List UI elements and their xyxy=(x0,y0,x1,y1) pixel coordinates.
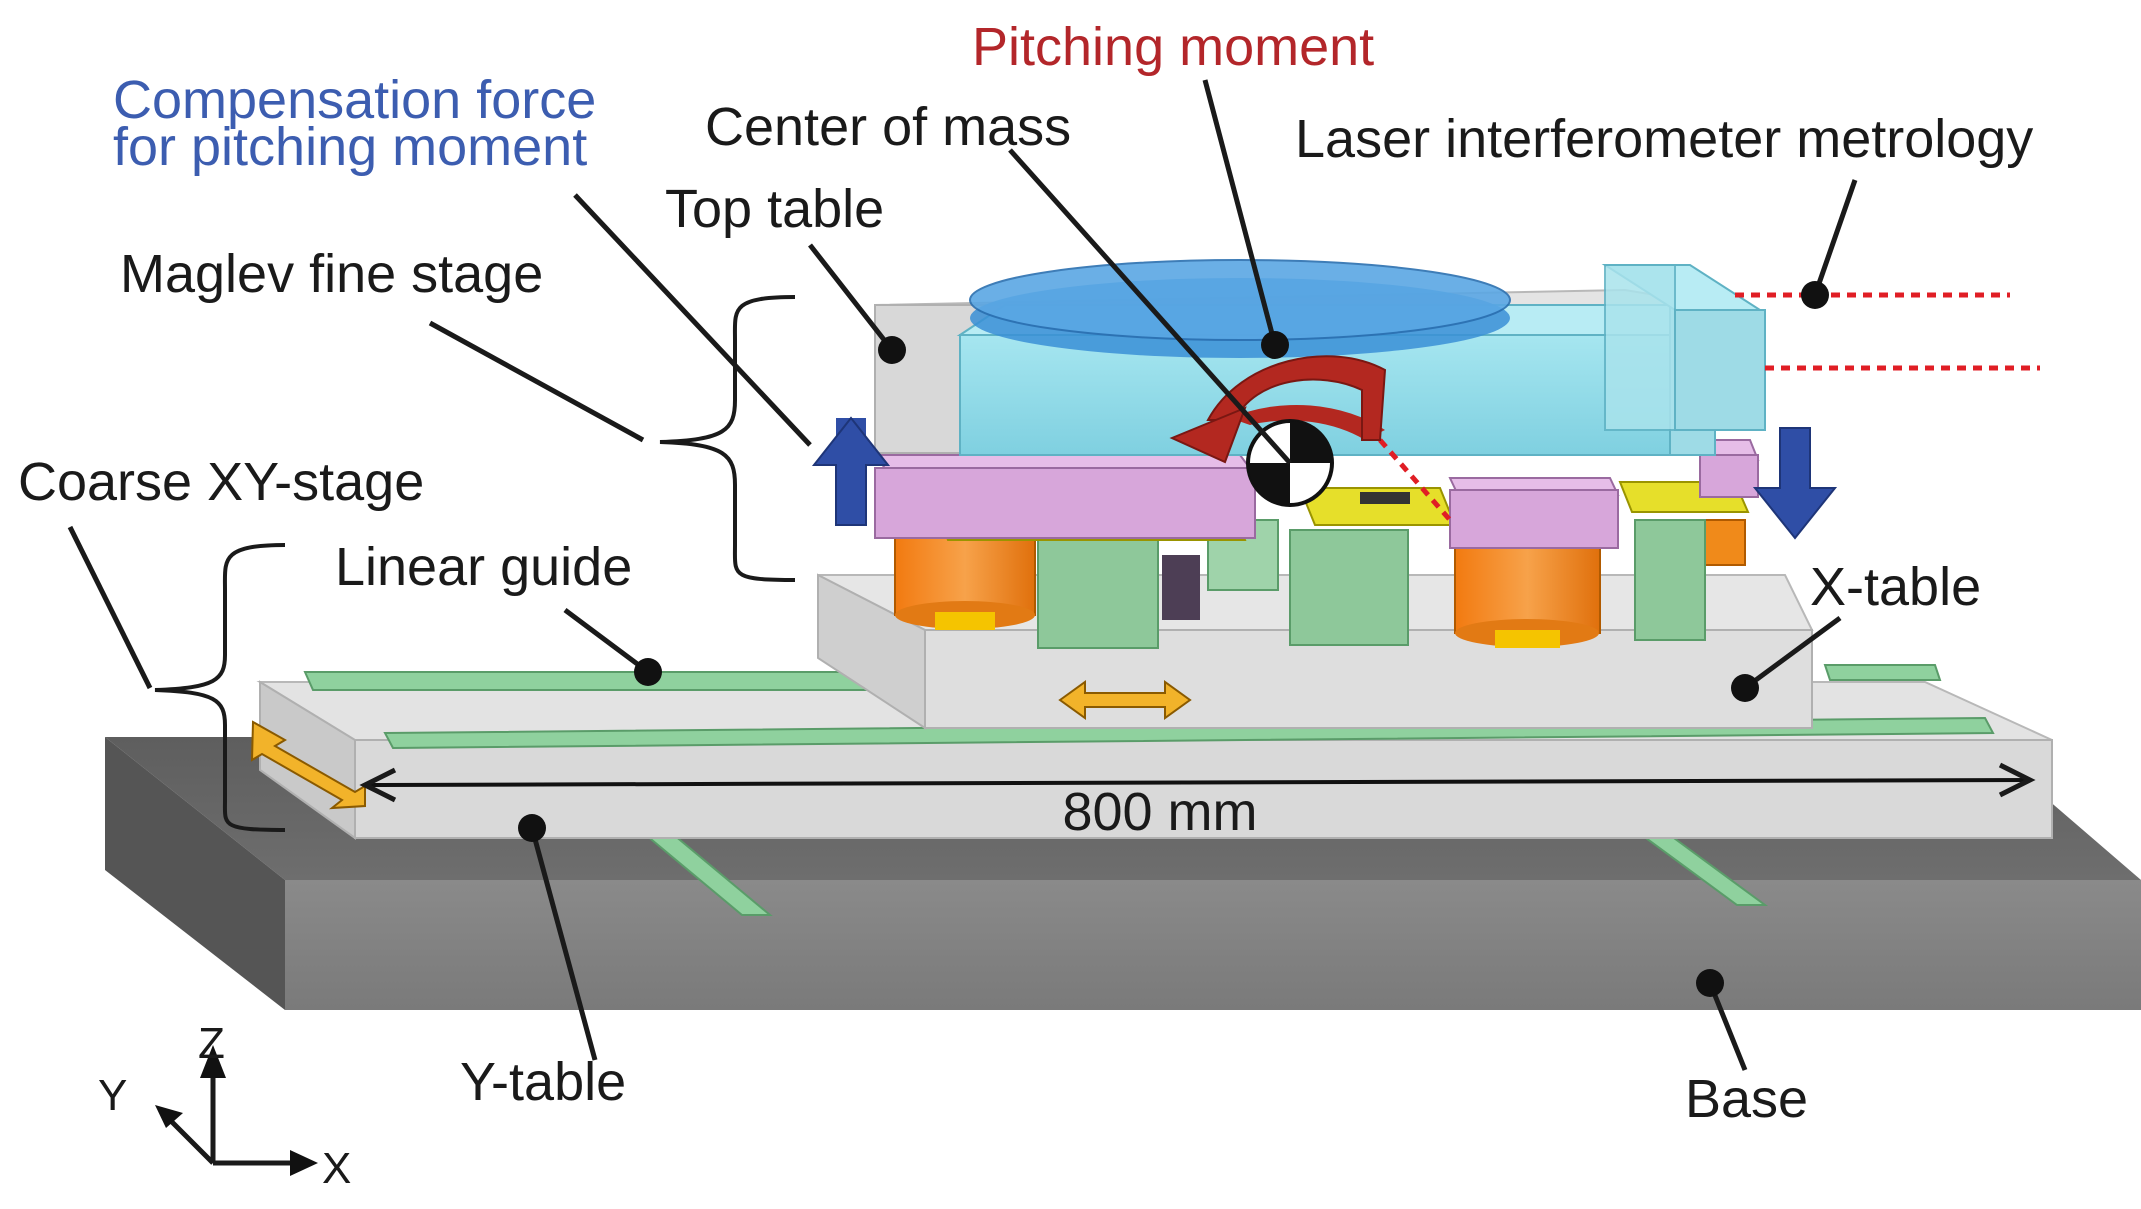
top-table-label: Top table xyxy=(665,179,884,239)
base-label: Base xyxy=(1685,1069,1808,1129)
dimension-arrow xyxy=(359,762,2036,803)
center-of-mass-label: Center of mass xyxy=(705,97,1071,157)
fine-stage-internals xyxy=(873,439,1760,649)
axis-y-label: Y xyxy=(98,1071,127,1120)
axis-x-label: X xyxy=(322,1144,351,1193)
pitching-moment-arrow xyxy=(1169,355,1387,464)
leader-lines xyxy=(67,79,1858,1071)
pitching-moment-label: Pitching moment xyxy=(972,17,1374,77)
linear-guide-label: Linear guide xyxy=(335,537,632,597)
axis-triad xyxy=(155,1045,318,1176)
coarse-bracket xyxy=(154,543,286,832)
travel-arrows xyxy=(250,680,1192,810)
laser-interferometer-label: Laser interferometer metrology xyxy=(1295,109,2033,169)
coarse-xy-stage-label: Coarse XY-stage xyxy=(18,452,424,512)
x-table-label: X-table xyxy=(1810,557,1981,617)
top-table-block xyxy=(874,259,1766,456)
axis-z-label: Z xyxy=(198,1019,225,1068)
compensation-force-label-line2: for pitching moment xyxy=(113,117,587,177)
maglev-bracket xyxy=(659,295,796,582)
laser-beams xyxy=(1378,292,2040,522)
compensation-force-arrows xyxy=(811,416,1838,540)
maglev-fine-stage-label: Maglev fine stage xyxy=(120,244,543,304)
compensation-force-label-line1: Compensation force xyxy=(113,70,596,130)
dimension-label: 800 mm xyxy=(1062,782,1257,842)
y-table-label: Y-table xyxy=(460,1052,626,1112)
